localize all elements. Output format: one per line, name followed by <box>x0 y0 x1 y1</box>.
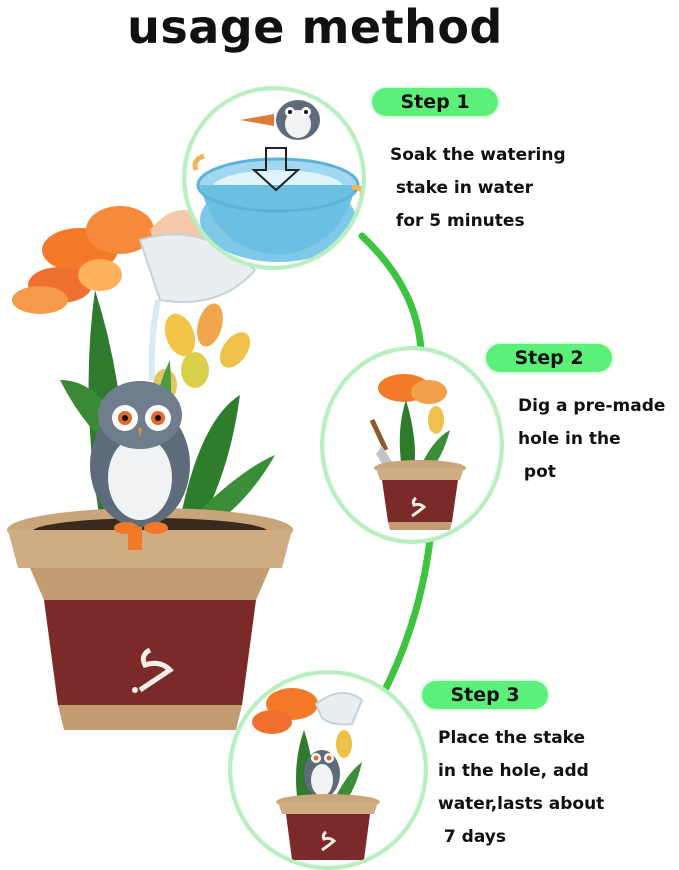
step-1-description: Soak the watering stake in water for 5 m… <box>390 139 566 238</box>
owl-stake <box>90 381 190 550</box>
step-3-line: water,lasts about <box>438 794 605 814</box>
step-3-line: Place the stake <box>438 728 586 748</box>
step-3-label: Step 3 <box>422 681 548 709</box>
step-1-line: for 5 minutes <box>390 211 525 231</box>
digging-hole-illustration <box>369 374 466 530</box>
step-3-description: Place the stake in the hole, add water,l… <box>438 722 604 854</box>
soaking-basin-illustration <box>192 100 362 262</box>
step-2-label: Step 2 <box>486 344 612 372</box>
step-1-label: Step 1 <box>372 88 498 116</box>
step-2-line: pot <box>518 462 556 482</box>
orange-flowers <box>12 206 154 314</box>
step-2-line: hole in the <box>518 429 621 449</box>
flower-pot <box>7 508 293 730</box>
step-3-line: 7 days <box>438 827 506 847</box>
step-1-line: stake in water <box>390 178 533 198</box>
step-1-image <box>182 86 366 270</box>
step-3-line: in the hole, add <box>438 761 589 781</box>
step-2-description: Dig a pre-made hole in the pot <box>518 390 665 489</box>
step-2-image <box>320 346 504 544</box>
placing-stake-illustration <box>252 688 380 860</box>
step-3-image <box>228 670 428 870</box>
page-title: usage method <box>127 0 503 54</box>
step-2-line: Dig a pre-made <box>518 396 666 416</box>
step-1-line: Soak the watering <box>390 145 566 165</box>
